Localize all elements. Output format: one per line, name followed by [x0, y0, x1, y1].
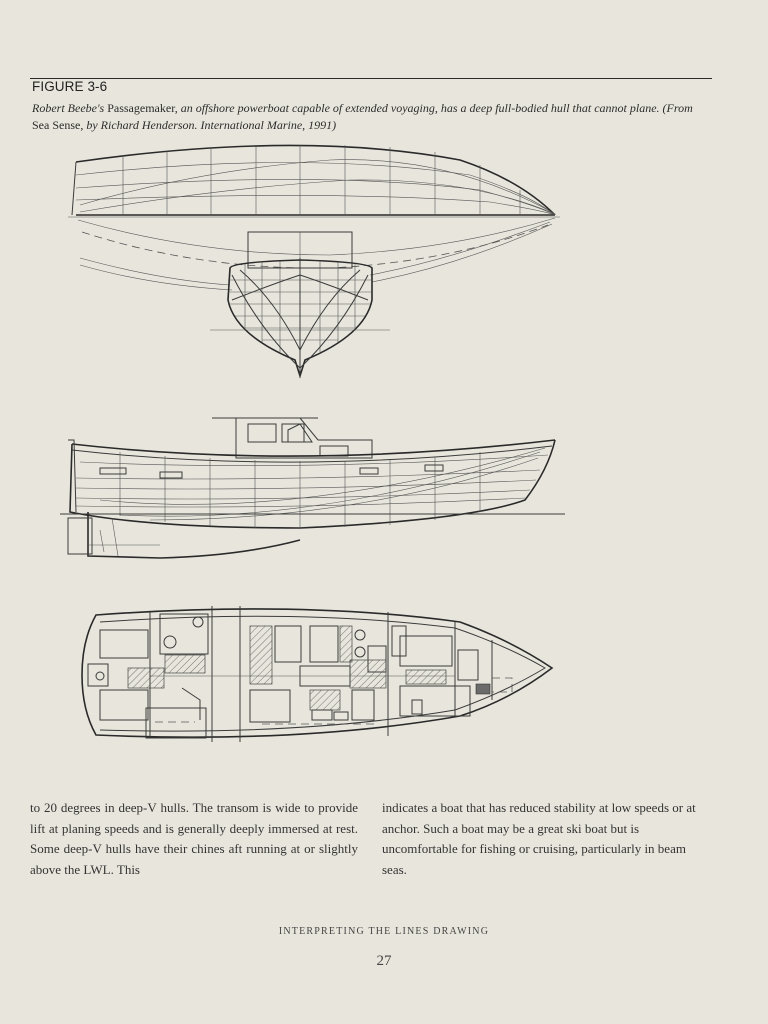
figure-label: FIGURE 3-6 — [32, 79, 108, 94]
accommodation-plan — [81, 606, 554, 742]
caption-description: an offshore powerboat capable of extende… — [180, 101, 660, 115]
caption-source-book: Sea Sense, — [32, 118, 84, 132]
page-number: 27 — [376, 953, 392, 969]
caption-boat: Passagemaker, — [107, 101, 178, 115]
caption-source-rest: by Richard Henderson. International Mari… — [86, 118, 337, 132]
profile-view — [60, 417, 565, 559]
body-text-right: indicates a boat that has reduced stabil… — [382, 800, 696, 877]
header-rule — [30, 78, 712, 79]
plan-view — [68, 144, 560, 218]
body-text-left: to 20 degrees in deep-V hulls. The trans… — [30, 800, 358, 877]
figure-caption: Robert Beebe's Passagemaker, an offshore… — [32, 100, 712, 134]
running-head: INTERPRETING THE LINES DRAWING — [278, 926, 490, 937]
caption-source-open: (From — [662, 101, 693, 115]
body-plan — [210, 231, 390, 379]
lines-drawing — [60, 144, 565, 742]
caption-name: Robert Beebe's — [32, 101, 105, 115]
waterline-curves — [77, 217, 556, 291]
